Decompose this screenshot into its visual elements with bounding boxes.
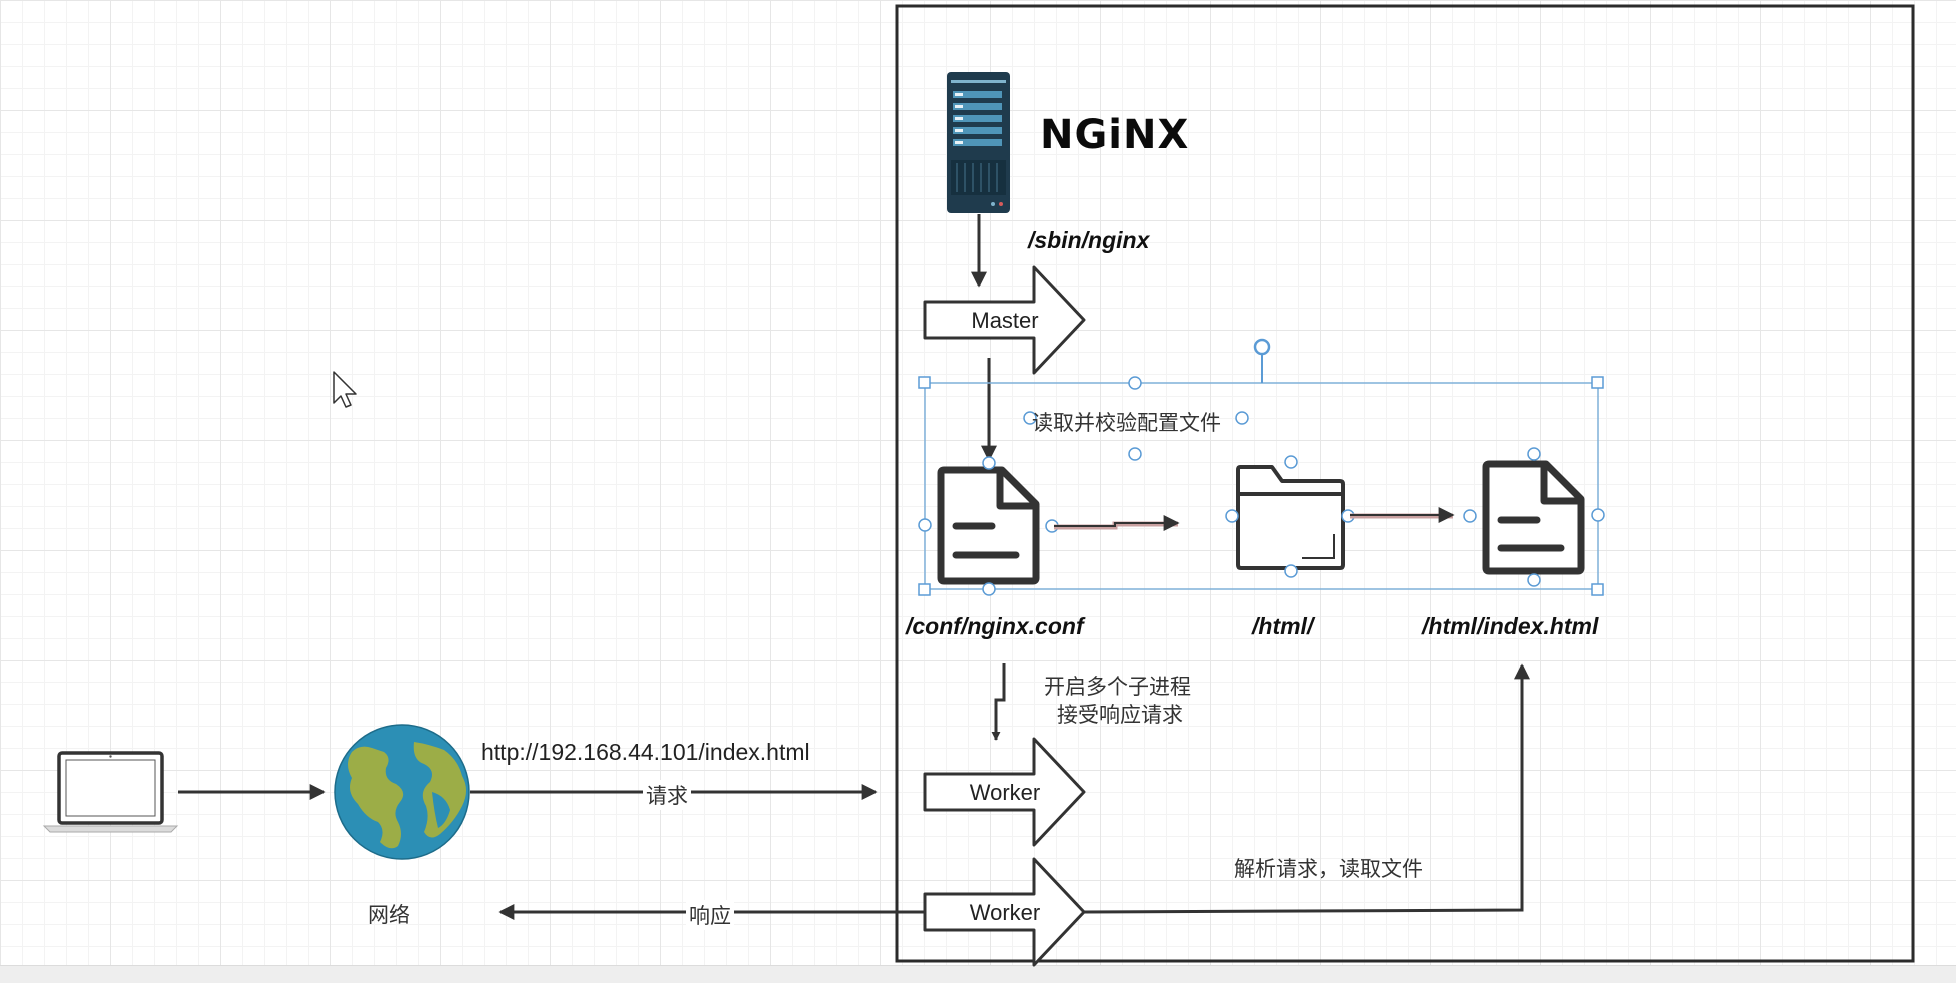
resize-handle[interactable] — [918, 583, 931, 596]
selection-box[interactable] — [918, 338, 1605, 596]
sbin-path-label: /sbin/nginx — [1028, 227, 1150, 253]
config-document-icon[interactable] — [937, 456, 1059, 596]
request-label: 请求 — [643, 780, 691, 810]
resize-handle[interactable] — [918, 518, 932, 532]
index-path-label: /html/index.html — [1422, 613, 1599, 639]
globe-icon — [334, 724, 470, 860]
folder-icon[interactable] — [1225, 455, 1355, 578]
worker-2-label: Worker — [969, 900, 1041, 925]
parse-request-label: 解析请求，读取文件 — [1234, 857, 1423, 881]
master-shape[interactable] — [923, 265, 1086, 375]
server-icon — [947, 72, 1010, 213]
master-label: Master — [971, 308, 1039, 333]
nginx-logo: NGiNX — [1040, 112, 1190, 158]
resize-handle[interactable] — [1128, 376, 1142, 390]
edge-worker-to-index[interactable] — [1083, 663, 1530, 914]
network-label: 网络 — [368, 903, 410, 927]
laptop-icon — [42, 751, 179, 833]
bottom-scrollbar-strip — [0, 965, 1956, 983]
worker-2-shape[interactable] — [923, 857, 1086, 967]
read-config-label: 读取并校验配置文件 — [1032, 411, 1221, 435]
worker-1-shape[interactable] — [923, 737, 1086, 847]
label-handle[interactable] — [1235, 411, 1249, 425]
response-label: 响应 — [686, 900, 734, 930]
conf-path-label: /conf/nginx.conf — [906, 613, 1084, 639]
label-handle[interactable] — [1128, 447, 1142, 461]
html-dir-label: /html/ — [1252, 613, 1314, 639]
label-handle[interactable] — [1023, 411, 1037, 425]
mouse-pointer-icon — [333, 371, 357, 408]
spawn-workers-label-line2: 接受响应请求 — [1057, 703, 1183, 727]
resize-handle[interactable] — [1591, 508, 1605, 522]
rotate-handle[interactable] — [1253, 338, 1271, 356]
resize-handle[interactable] — [1591, 583, 1604, 596]
resize-handle[interactable] — [918, 376, 931, 389]
worker-1-label: Worker — [969, 780, 1041, 805]
url-label: http://192.168.44.101/index.html — [481, 739, 810, 765]
resize-handle[interactable] — [1591, 376, 1604, 389]
nginx-container-frame[interactable] — [895, 4, 1915, 963]
spawn-workers-label-line1: 开启多个子进程 — [1044, 675, 1191, 699]
index-document-icon[interactable] — [1463, 447, 1585, 587]
edge-master-spawn-workers[interactable] — [991, 663, 1006, 741]
